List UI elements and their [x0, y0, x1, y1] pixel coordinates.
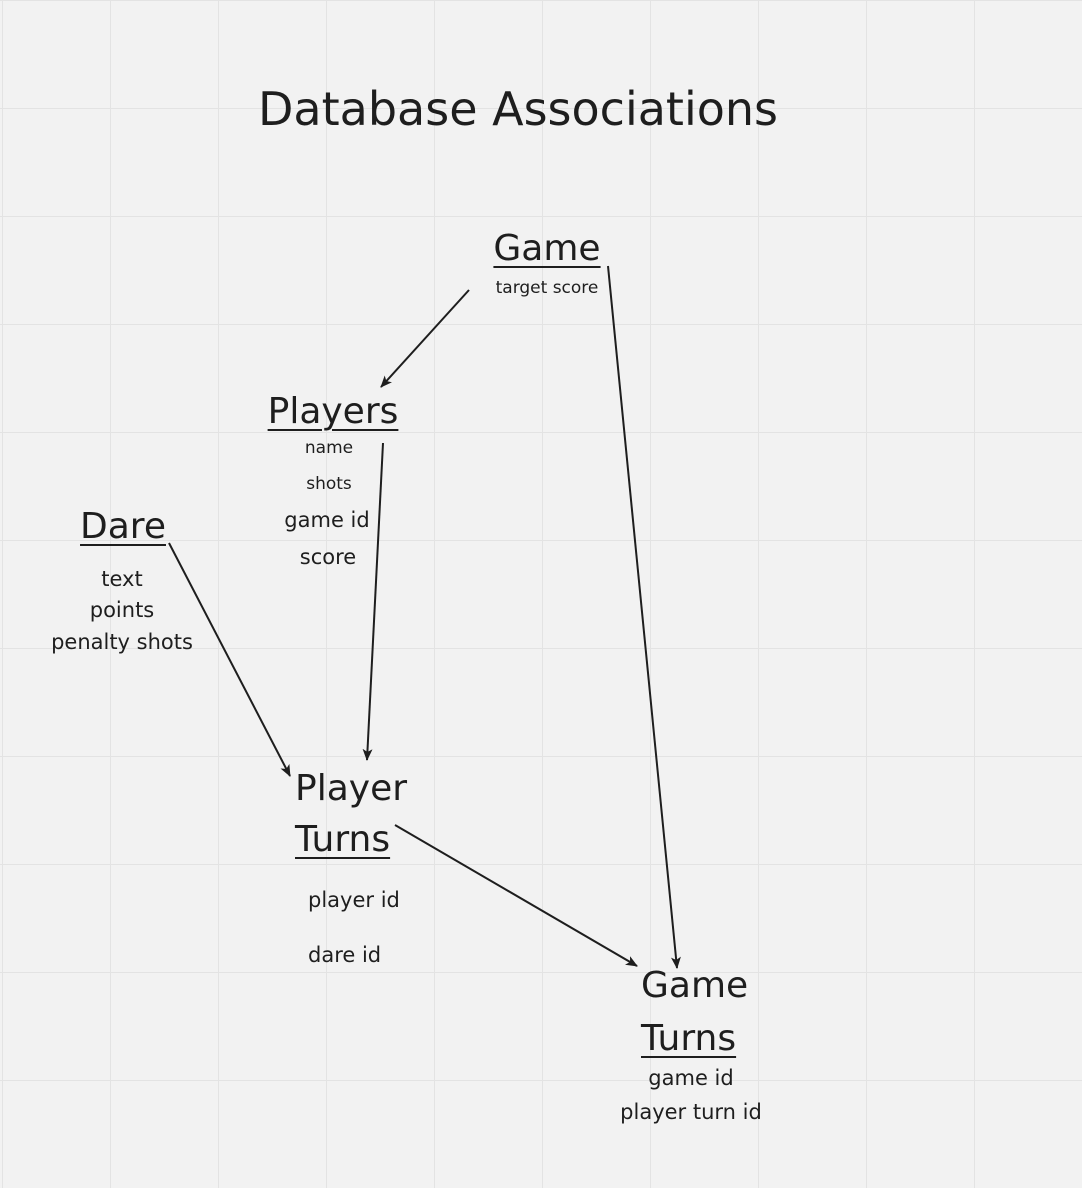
entity-players-field: name	[304, 438, 354, 458]
entity-players-name[interactable]: Players	[267, 391, 399, 432]
arrow-dare-to-player-turns	[168, 542, 291, 777]
arrow-players-to-player-turns	[362, 442, 384, 761]
entity-game-turns-field: player turn id	[620, 1100, 762, 1124]
entity-player-turns-name-line1[interactable]: Player	[295, 768, 408, 809]
entity-game-turns-name-line2[interactable]: Turns	[641, 1018, 737, 1059]
entity-player-turns-name-line2[interactable]: Turns	[295, 819, 391, 860]
entity-players-field: game id	[284, 508, 370, 532]
entity-game-turns-field: game id	[648, 1066, 734, 1090]
arrow-game-to-game-turns	[607, 265, 681, 969]
entity-player-turns-field: player id	[308, 888, 400, 912]
entity-players-field: score	[299, 545, 357, 569]
entity-game-field: target score	[495, 278, 599, 298]
diagram-title: Database Associations	[258, 82, 778, 136]
entity-dare-name[interactable]: Dare	[80, 506, 166, 547]
entity-player-turns-field: dare id	[308, 943, 382, 967]
entity-players-field: shots	[306, 474, 352, 494]
entity-dare-field: points	[89, 598, 155, 622]
entity-game-turns-name-line1[interactable]: Game	[641, 965, 749, 1006]
entity-dare-field: penalty shots	[51, 630, 193, 654]
entity-dare-field: text	[101, 567, 143, 591]
arrow-player-turns-to-game-turns	[394, 824, 638, 967]
entity-game-name[interactable]: Game	[493, 228, 601, 269]
arrow-game-to-players	[380, 289, 470, 388]
